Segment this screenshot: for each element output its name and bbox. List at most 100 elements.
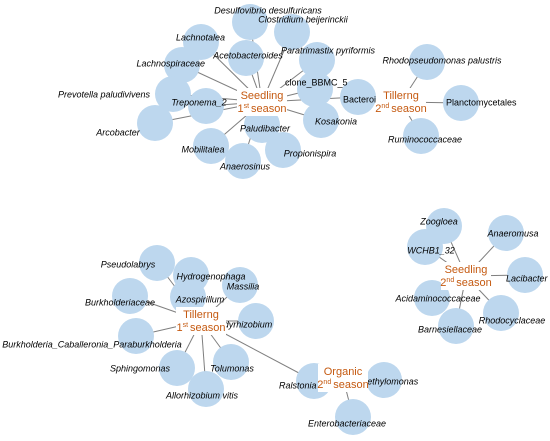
- taxon-node-allorhizobium-vitis: [188, 371, 224, 407]
- hub-backdrop: [318, 364, 368, 392]
- taxon-node-planctomycetales: [443, 85, 479, 121]
- taxon-label-rhodopseudomonas-palustris: Rhodopseudomonas palustris: [382, 55, 502, 65]
- hub-season-word: season: [190, 322, 225, 334]
- hub-season-word: season: [391, 103, 426, 115]
- taxon-node-mobilitalea: [193, 128, 229, 164]
- taxon-node-paratrimastix-pyriformis: [299, 42, 335, 78]
- hub-backdrop: [176, 307, 226, 335]
- taxon-label-tolumonas: Tolumonas: [210, 363, 254, 373]
- hub-season-suffix: nd: [323, 379, 331, 386]
- taxon-label-desulfovibrio-desulfuricans: Desulfovibrio desulfuricans: [214, 5, 322, 15]
- hub-season-number: 1: [176, 322, 182, 334]
- taxon-node-kosakonia: [303, 102, 339, 138]
- taxon-node-prevotella-paludivivens: [155, 76, 191, 112]
- hub-backdrop: [441, 262, 491, 290]
- taxon-label-bacteroidales: Bacteroidales: [343, 94, 398, 104]
- taxon-label-methylomonas: Methylomonas: [360, 376, 419, 386]
- taxon-label-wchb1-32: WCHB1_32: [407, 245, 455, 255]
- hub-season-suffix: st: [183, 322, 189, 329]
- hub-season-number: 2: [375, 103, 381, 115]
- taxon-label-arcobacter: Arcobacter: [95, 127, 141, 137]
- taxon-label-azospirillum: Azospirillum: [175, 294, 225, 304]
- taxon-node-rhodopseudomonas-palustris: [409, 44, 445, 80]
- taxon-label-bradyrhizobium: Bradyrhizobium: [210, 319, 273, 329]
- taxon-label-lachnospiraceae: Lachnospiraceae: [136, 58, 205, 68]
- taxon-label-enterobacteriaceae: Enterobacteriaceae: [308, 418, 386, 428]
- taxon-label-burkholderia-caballeronia-paraburkholderia: Burkholderia_Caballeronia_Paraburkholder…: [2, 339, 182, 349]
- taxon-node-pseudolabrys: [139, 245, 175, 281]
- hub-season-number: 2: [317, 379, 323, 391]
- taxon-node-treponema-2: [188, 88, 224, 124]
- taxon-label-rhodocyclaceae: Rhodocyclaceae: [479, 315, 546, 325]
- taxon-label-hydrogenophaga: Hydrogenophaga: [176, 271, 245, 281]
- hub-season-number: 2: [440, 277, 446, 289]
- hub-title: Tillerng: [383, 90, 419, 102]
- taxon-label-anaeromusa: Anaeromusa: [486, 228, 538, 238]
- taxon-label-pseudolabrys: Pseudolabrys: [101, 259, 156, 269]
- taxon-label-ralstonia-pickettii: Ralstonia pickettii: [279, 380, 350, 390]
- taxon-label-barnesiellaceae: Barnesiellaceae: [418, 324, 482, 334]
- taxon-node-bradyrhizobium: [238, 303, 274, 339]
- taxon-label-paludibacter: Paludibacter: [240, 123, 291, 133]
- taxon-node-burkholderiaceae: [112, 278, 148, 314]
- taxon-label-lachnotalea: Lachnotalea: [176, 32, 225, 42]
- taxon-node-clostridium-beijerinckii: [274, 14, 310, 50]
- label-layer: Desulfovibrio desulfuricansLachnotaleaCl…: [2, 5, 548, 428]
- taxon-label-paratrimastix-pyriformis: Paratrimastix pyriformis: [281, 45, 376, 55]
- taxon-label-kosakonia: Kosakonia: [315, 116, 357, 126]
- hub-season-number: 1: [237, 103, 243, 115]
- node-layer: [112, 4, 543, 435]
- taxon-label-clone-bbmc-5: clone_BBMC_5: [285, 77, 348, 87]
- hub-season-suffix: nd: [381, 103, 389, 110]
- taxon-label-allorhizobium-vitis: Allorhizobium vitis: [165, 390, 239, 400]
- hub-title: Seedling: [241, 90, 284, 102]
- taxon-node-lachnospiraceae: [164, 47, 200, 83]
- taxon-label-ruminococcaceae: Ruminococcaceae: [388, 134, 462, 144]
- hub-title: Seedling: [445, 264, 488, 276]
- hub-backdrop: [376, 88, 426, 116]
- taxon-node-barnesiellaceae: [438, 308, 474, 344]
- taxon-label-treponema-2: Treponema_2: [171, 97, 226, 107]
- taxon-node-enterobacteriaceae: [335, 399, 371, 435]
- hub-season-word: season: [456, 277, 491, 289]
- taxon-node-wchb1-32: [407, 229, 443, 265]
- taxon-node-azospirillum: [170, 279, 206, 315]
- taxon-node-sphingomonas: [159, 350, 195, 386]
- hub-season-word: season: [251, 103, 286, 115]
- hub-title: Tillerng: [183, 309, 219, 321]
- taxon-node-arcobacter: [137, 105, 173, 141]
- taxon-label-acetobacteroides: Acetobacteroides: [212, 50, 283, 60]
- taxon-label-massilia: Massilia: [227, 281, 260, 291]
- taxon-node-tolumonas: [213, 344, 249, 380]
- taxon-node-propionispira: [265, 132, 301, 168]
- taxon-node-anaeromusa: [488, 215, 524, 251]
- hub-season-word: season: [333, 379, 368, 391]
- taxon-node-burkholderia-caballeronia-paraburkholderia: [118, 318, 154, 354]
- taxon-node-bacteroidales: [340, 79, 376, 115]
- taxon-label-prevotella-paludivivens: Prevotella paludivivens: [58, 89, 151, 99]
- taxon-label-propionispira: Propionispira: [284, 148, 337, 158]
- taxon-node-lacibacter: [507, 257, 543, 293]
- taxon-label-lacibacter: Lacibacter: [506, 273, 549, 283]
- taxon-label-acidaminococcaceae: Acidaminococcaceae: [394, 293, 480, 303]
- taxon-node-ruminococcaceae: [403, 118, 439, 154]
- hub-season-suffix: nd: [446, 277, 454, 284]
- taxon-label-zoogloea: Zoogloea: [419, 216, 458, 226]
- taxon-node-acetobacteroides: [228, 40, 264, 76]
- taxon-label-burkholderiaceae: Burkholderiaceae: [85, 297, 155, 307]
- taxon-label-planctomycetales: Planctomycetales: [446, 97, 517, 107]
- hub-backdrop: [237, 88, 287, 116]
- taxon-node-rhodocyclaceae: [483, 295, 519, 331]
- hub-season-suffix: st: [244, 103, 250, 110]
- taxon-label-sphingomonas: Sphingomonas: [110, 363, 171, 373]
- taxon-node-massilia: [222, 267, 258, 303]
